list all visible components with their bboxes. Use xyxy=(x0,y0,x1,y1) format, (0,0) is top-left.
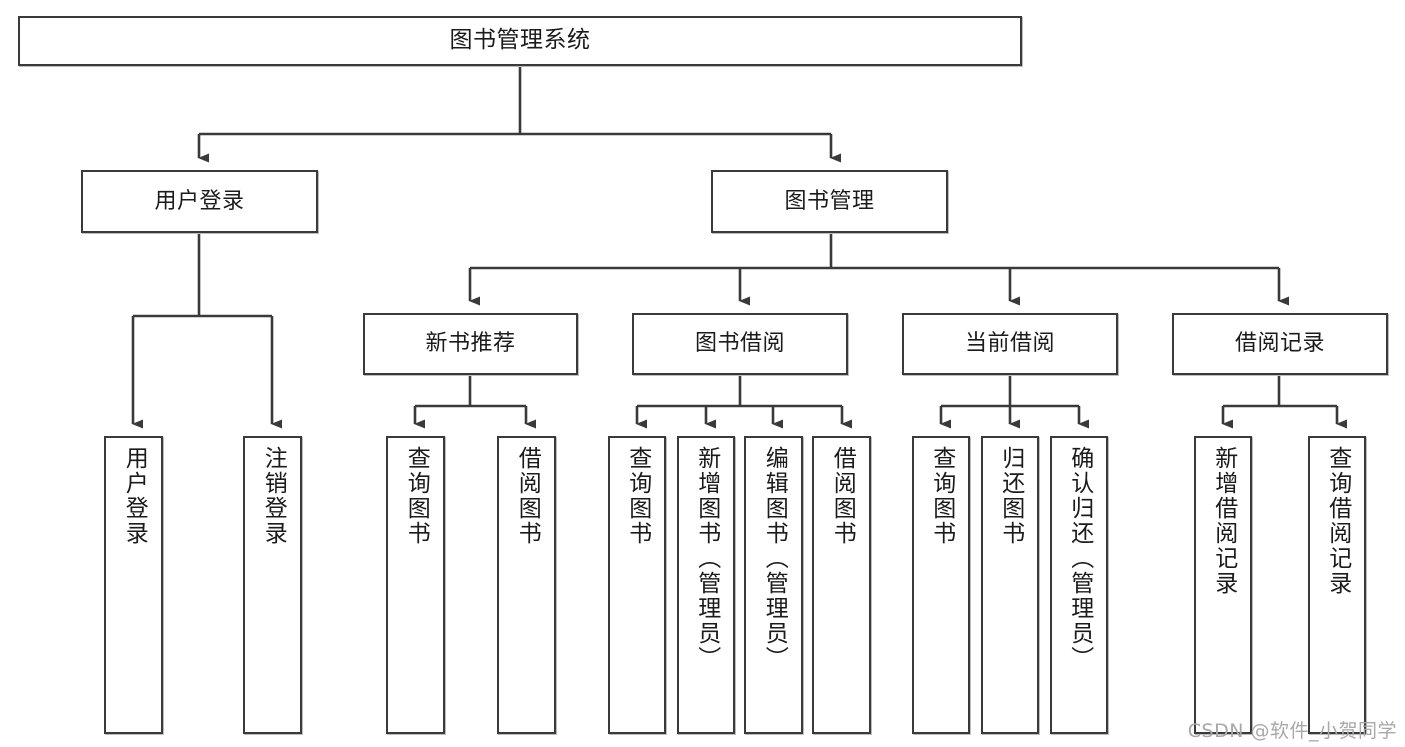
leaf-user-login[interactable]: 用户登录 xyxy=(104,436,163,734)
leaf-confirm-return-admin[interactable]: 确认归还（管理员） xyxy=(1050,436,1108,734)
node-label: 查询图书 xyxy=(403,446,430,546)
node-label: 查询图书 xyxy=(928,446,955,546)
node-label: 归还图书 xyxy=(997,446,1024,546)
leaf-edit-book-admin[interactable]: 编辑图书（管理员） xyxy=(744,436,803,734)
node-label: 图书管理 xyxy=(784,188,875,214)
node-label: 借阅图书 xyxy=(829,446,856,546)
node-label: 用户登录 xyxy=(154,188,245,214)
watermark: CSDN @软件_小贺同学 xyxy=(1187,720,1397,742)
node-root-book-management-system[interactable]: 图书管理系统 xyxy=(18,16,1022,66)
node-label: 确认归还（管理员） xyxy=(1066,446,1093,671)
node-label: 新增借阅记录 xyxy=(1210,446,1237,596)
leaf-logout[interactable]: 注销登录 xyxy=(243,436,302,734)
node-label: 图书管理系统 xyxy=(449,27,591,54)
node-label: 新书推荐 xyxy=(425,331,516,357)
leaf-query-book-current[interactable]: 查询图书 xyxy=(912,436,970,734)
leaf-query-book-recommend[interactable]: 查询图书 xyxy=(386,436,445,734)
node-book-borrow[interactable]: 图书借阅 xyxy=(632,313,848,375)
node-label: 借阅记录 xyxy=(1234,331,1325,357)
leaf-borrow-book[interactable]: 借阅图书 xyxy=(812,436,871,734)
node-label: 查询借阅记录 xyxy=(1324,446,1351,596)
node-book-management[interactable]: 图书管理 xyxy=(711,170,948,233)
node-label: 查询图书 xyxy=(624,446,651,546)
leaf-query-book-borrow[interactable]: 查询图书 xyxy=(608,436,666,734)
node-current-borrow[interactable]: 当前借阅 xyxy=(902,313,1118,375)
node-label: 当前借阅 xyxy=(964,331,1055,357)
node-label: 用户登录 xyxy=(121,446,148,546)
node-user-login[interactable]: 用户登录 xyxy=(81,170,318,233)
leaf-return-book[interactable]: 归还图书 xyxy=(981,436,1039,734)
node-label: 注销登录 xyxy=(260,446,287,546)
leaf-query-borrow-record[interactable]: 查询借阅记录 xyxy=(1308,436,1366,734)
node-label: 图书借阅 xyxy=(694,331,785,357)
node-label: 编辑图书（管理员） xyxy=(761,446,788,671)
node-label: 新增图书（管理员） xyxy=(693,446,720,671)
node-borrow-record[interactable]: 借阅记录 xyxy=(1172,313,1388,375)
leaf-borrow-book-recommend[interactable]: 借阅图书 xyxy=(497,436,556,734)
node-new-book-recommend[interactable]: 新书推荐 xyxy=(363,313,578,375)
node-label: 借阅图书 xyxy=(514,446,541,546)
leaf-add-book-admin[interactable]: 新增图书（管理员） xyxy=(677,436,735,734)
leaf-add-borrow-record[interactable]: 新增借阅记录 xyxy=(1194,436,1252,734)
